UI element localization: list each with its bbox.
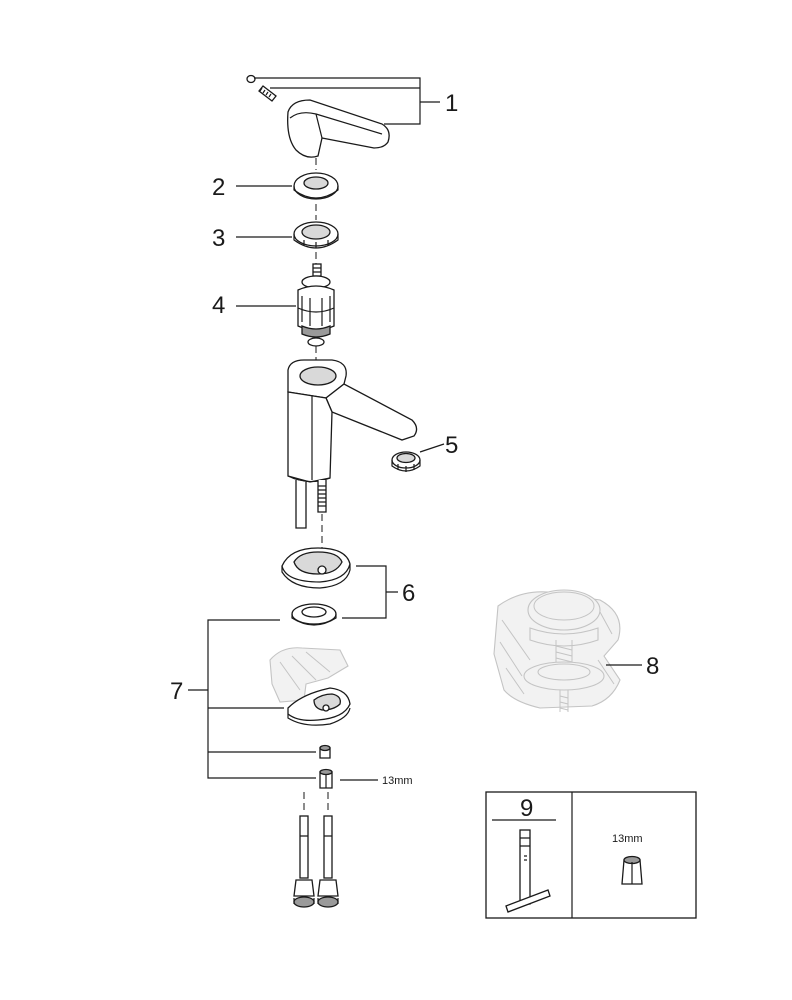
lever-handle-body <box>287 99 390 158</box>
set-screw-head <box>246 74 256 84</box>
tool-hex-socket <box>621 855 643 885</box>
callout-8-label: 8 <box>646 653 659 680</box>
part-7-small-nut <box>319 744 331 759</box>
grub-screw <box>258 85 277 102</box>
callout-6-bracket <box>342 565 398 619</box>
callout-2-label: 2 <box>212 174 225 201</box>
part-7-horseshoe-bracket <box>287 687 351 726</box>
callout-5-leader <box>419 443 445 453</box>
callout-4-label: 4 <box>212 292 225 319</box>
callout-3-label: 3 <box>212 225 225 252</box>
callout-7-label: 7 <box>170 678 183 705</box>
part-7-hex-nut <box>319 768 333 789</box>
part-1-lever-handle <box>246 74 390 158</box>
part-2-cover-cap <box>293 172 339 200</box>
callout-7-bracket <box>188 619 316 779</box>
part-9-tool-box <box>485 791 697 919</box>
part-6-base-plate <box>281 547 351 589</box>
callout-5-label: 5 <box>445 432 458 459</box>
callout-9-label: 9 <box>520 795 533 822</box>
part-4-cartridge <box>297 263 335 347</box>
hex-nut-size-label: 13mm <box>382 775 413 787</box>
part-8-pop-up-waste <box>493 589 621 712</box>
callout-1-label: 1 <box>445 90 458 117</box>
callout-1-leader <box>254 77 440 125</box>
part-6-washer <box>291 603 337 626</box>
callout-6-label: 6 <box>402 580 415 607</box>
part-5-aerator <box>391 451 421 472</box>
body-supply-tubes <box>295 480 327 548</box>
part-3-retaining-nut <box>293 221 339 249</box>
flexible-supply-hoses <box>293 792 339 908</box>
faucet-body <box>287 359 418 483</box>
tool-nut-size-label: 13mm <box>612 833 643 845</box>
part-9-key-tool <box>505 829 551 913</box>
